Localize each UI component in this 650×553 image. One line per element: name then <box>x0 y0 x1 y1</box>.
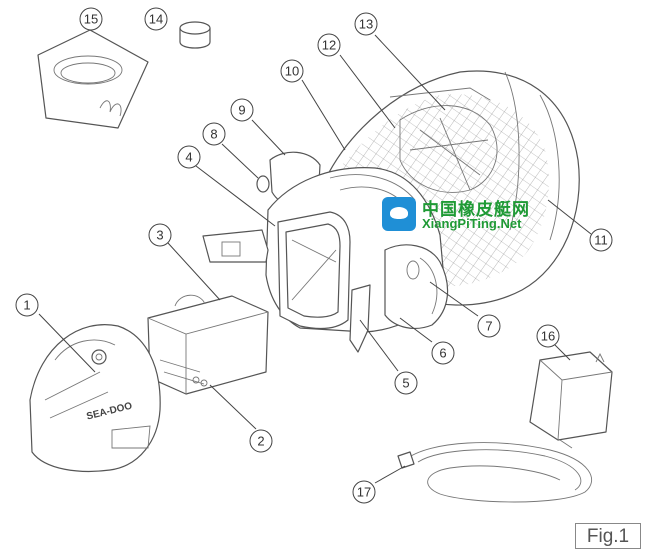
part-14-container <box>179 21 211 49</box>
svg-text:7: 7 <box>485 319 492 334</box>
part-3-battery <box>147 294 269 395</box>
svg-text:9: 9 <box>238 103 245 118</box>
part-8-knob <box>256 175 270 193</box>
svg-text:14: 14 <box>149 12 163 27</box>
svg-text:16: 16 <box>541 329 555 344</box>
leader-lines <box>38 34 592 484</box>
svg-text:15: 15 <box>84 12 98 27</box>
watermark: 中国橡皮艇网 XiangPiTing.Net <box>378 193 578 237</box>
callout-17: 17 <box>352 480 376 504</box>
callout-6: 6 <box>431 341 455 365</box>
svg-text:3: 3 <box>156 228 163 243</box>
figure-label: Fig.1 <box>575 523 641 549</box>
svg-text:8: 8 <box>210 127 217 142</box>
callout-5: 5 <box>394 371 418 395</box>
callout-8: 8 <box>202 122 226 146</box>
callout-2: 2 <box>249 429 273 453</box>
callout-3: 3 <box>148 223 172 247</box>
callout-16: 16 <box>536 324 560 348</box>
callout-12: 12 <box>317 33 341 57</box>
callout-9: 9 <box>230 98 254 122</box>
part-15-pouch <box>37 29 149 129</box>
part-16-charger <box>529 351 613 441</box>
svg-text:1: 1 <box>23 298 30 313</box>
svg-text:6: 6 <box>439 346 446 361</box>
svg-text:10: 10 <box>285 64 299 79</box>
svg-text:4: 4 <box>185 150 192 165</box>
callout-1: 1 <box>15 293 39 317</box>
part-17-cord <box>397 439 593 503</box>
svg-text:12: 12 <box>322 38 336 53</box>
callout-4: 4 <box>177 145 201 169</box>
watermark-en: XiangPiTing.Net <box>422 216 522 231</box>
callout-11: 11 <box>589 228 613 252</box>
part-5-fin <box>349 284 371 353</box>
callout-14: 14 <box>144 7 168 31</box>
boat-logo-icon <box>382 197 416 231</box>
callout-13: 13 <box>354 12 378 36</box>
part-6-motor-pod <box>384 244 449 329</box>
part-1-nose-cone: SEA-DOO <box>29 324 161 472</box>
svg-text:11: 11 <box>594 233 608 248</box>
svg-text:13: 13 <box>359 17 373 32</box>
part-4-handle <box>202 229 269 263</box>
svg-text:2: 2 <box>257 434 264 449</box>
callout-15: 15 <box>79 7 103 31</box>
callout-10: 10 <box>280 59 304 83</box>
callout-7: 7 <box>477 314 501 338</box>
svg-text:5: 5 <box>402 376 409 391</box>
svg-text:17: 17 <box>357 485 371 500</box>
watermark-cn: 中国橡皮艇网 <box>422 200 530 219</box>
